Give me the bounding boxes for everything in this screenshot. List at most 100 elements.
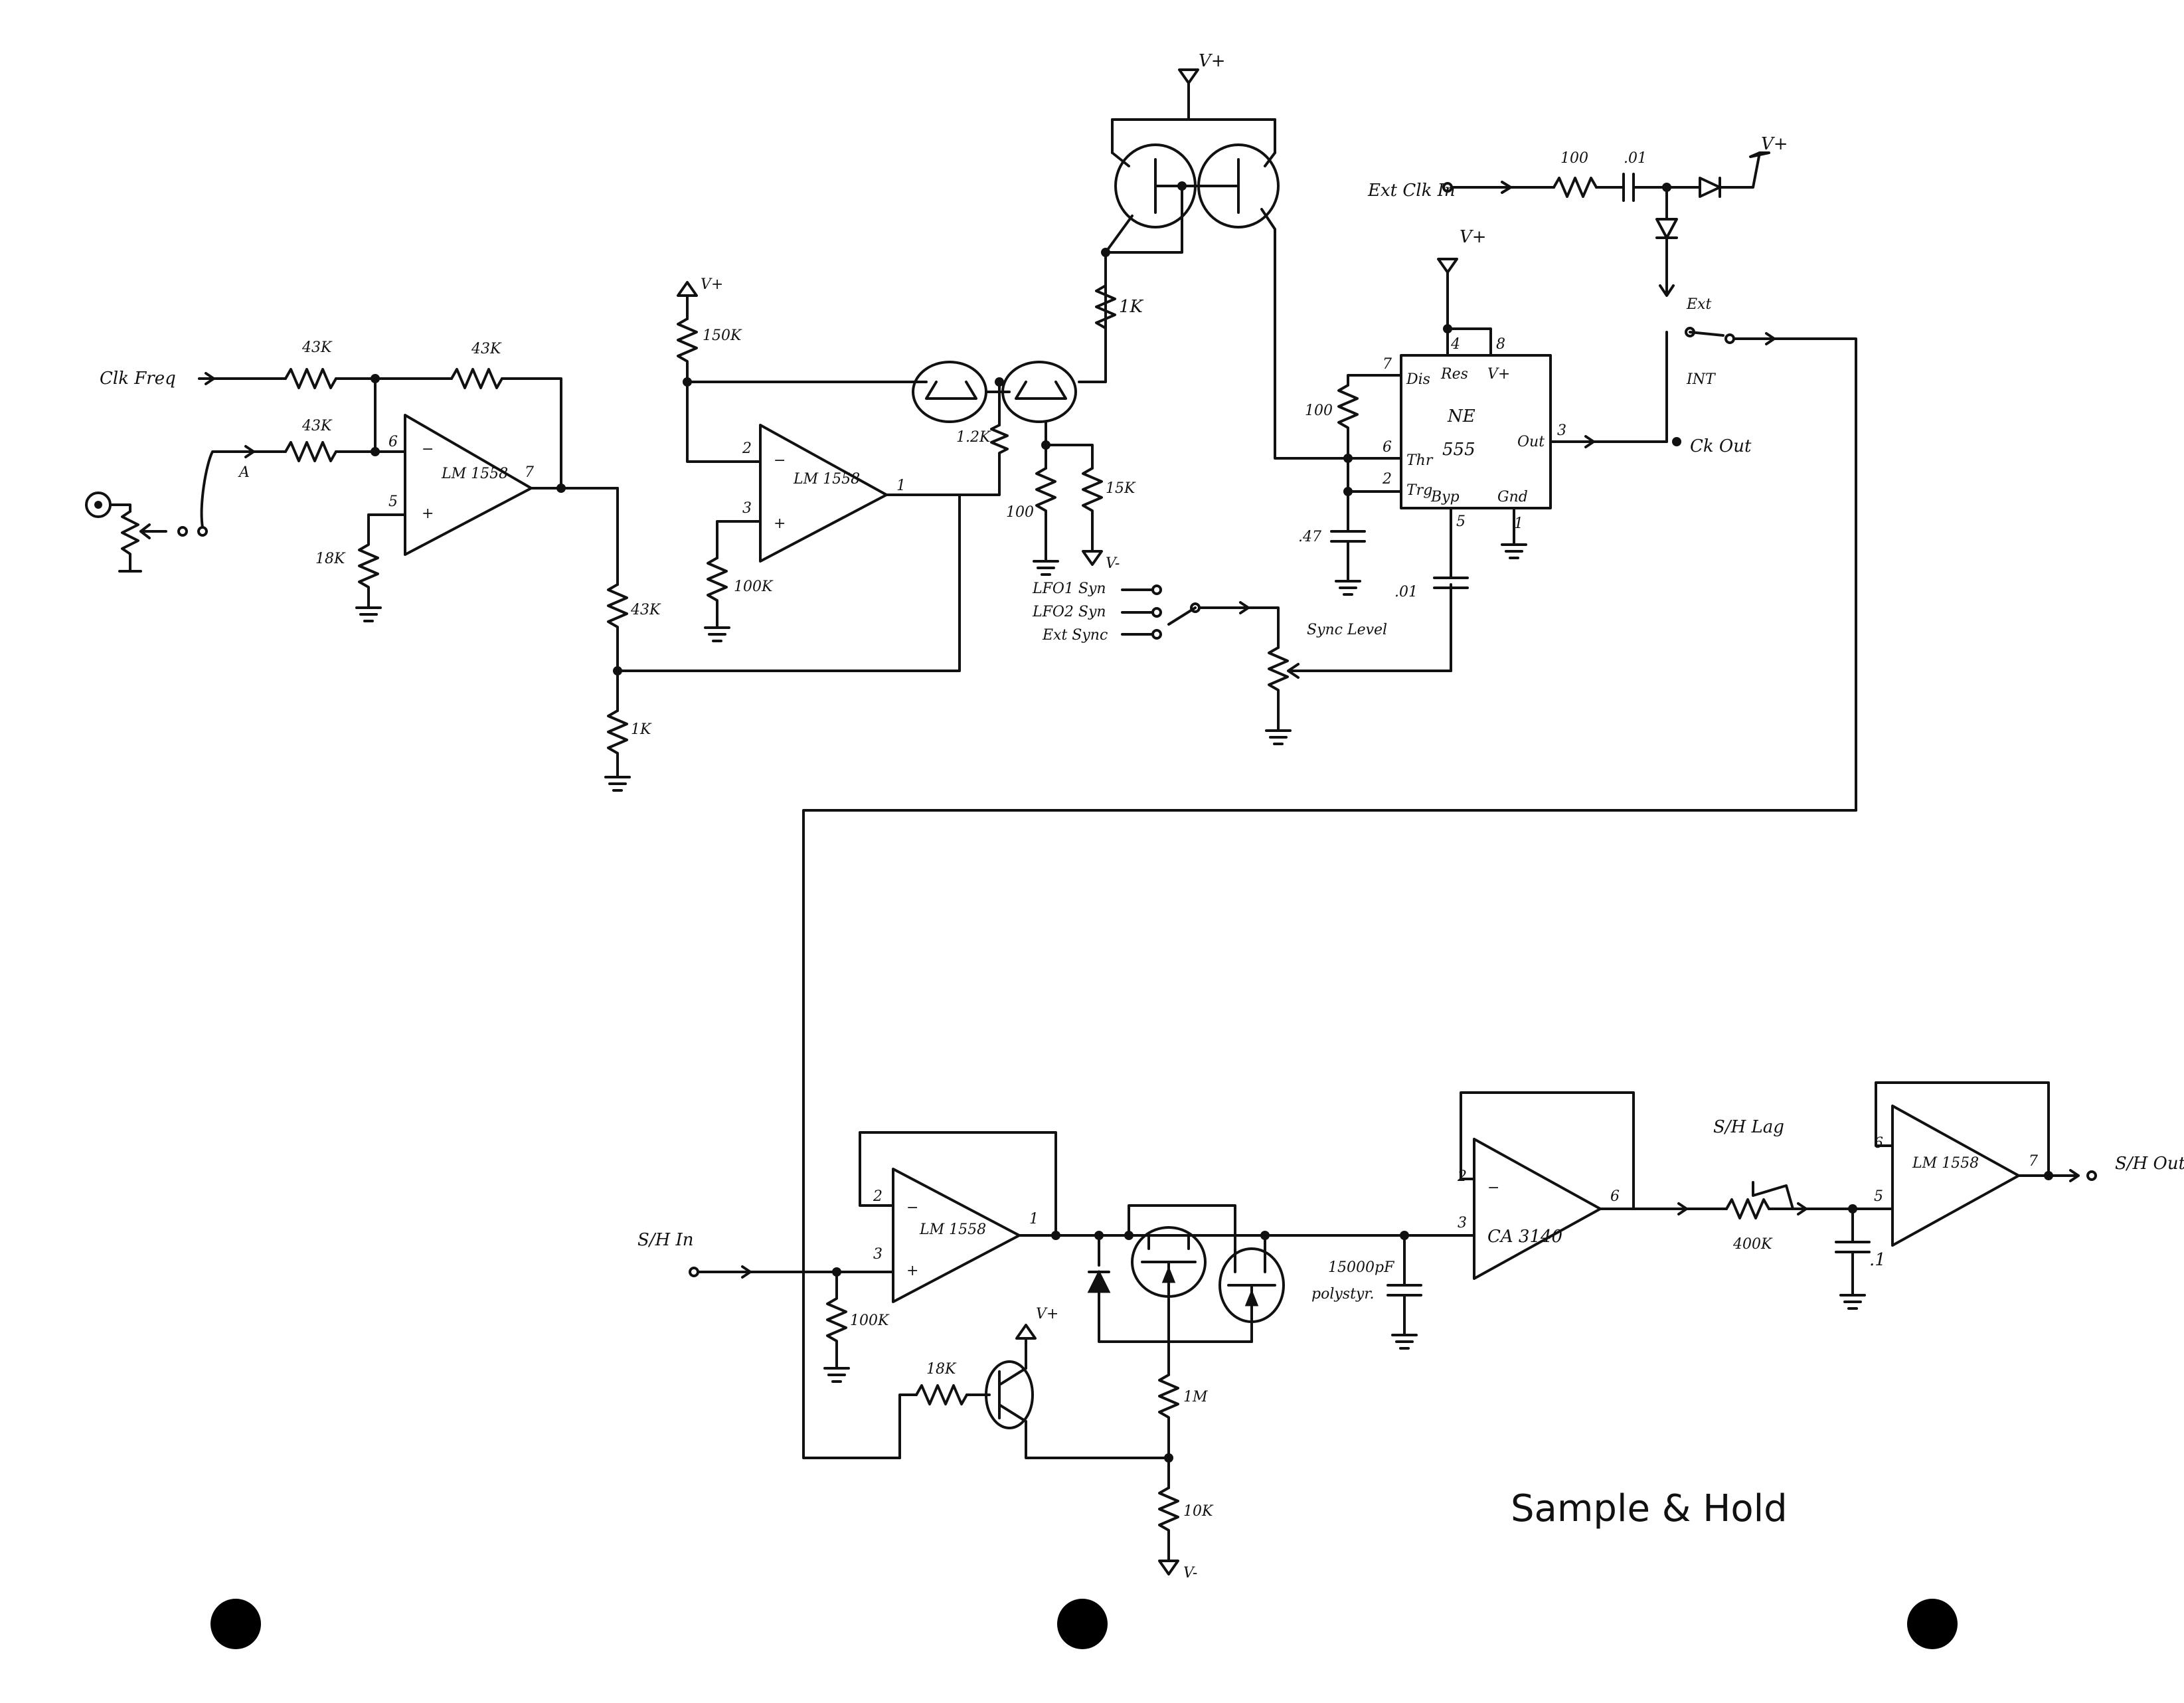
svg-text:6: 6 [388,434,398,450]
svg-text:100K: 100K [734,579,774,595]
svg-text:400K: 400K [1732,1236,1773,1253]
svg-text:Ext Sync: Ext Sync [1042,627,1108,644]
svg-text:−: − [774,452,786,469]
svg-text:8: 8 [1496,336,1505,353]
svg-text:Sync Level: Sync Level [1307,622,1387,638]
svg-text:Gnd: Gnd [1497,489,1528,505]
svg-text:−: − [1487,1180,1499,1196]
svg-text:Ck Out: Ck Out [1690,436,1752,456]
svg-text:2: 2 [1382,471,1392,488]
resistor-1m: 1M [1158,1374,1208,1459]
svg-text:43K: 43K [301,339,333,356]
resistor-18k: 18K [315,513,379,602]
svg-text:150K: 150K [703,327,742,344]
resistor-1k-collector: 1K [1095,284,1144,329]
ne555-timer: NE 555 Dis Res V+ Thr Trg Byp Gnd Out 4 … [1298,227,1681,672]
svg-text:18K: 18K [926,1361,957,1378]
svg-text:V+: V+ [1761,134,1788,154]
sh-lag-pot[interactable]: S/H Lag 400K [1713,1117,1794,1253]
svg-text:3: 3 [1557,422,1566,439]
svg-text:1K: 1K [1119,297,1144,317]
svg-text:43K: 43K [471,341,502,357]
resistor-10k: 10K [1158,1486,1214,1562]
svg-text:1M: 1M [1183,1389,1208,1405]
diagram-title: Sample & Hold [1511,1487,1788,1530]
svg-text:Ext: Ext [1686,296,1711,313]
svg-text:CA 3140: CA 3140 [1487,1227,1562,1247]
svg-text:Ext Clk In: Ext Clk In [1367,181,1456,201]
cv-input-jack[interactable] [85,492,131,518]
resistor-100k-bias: 100K [707,557,774,622]
svg-text:1: 1 [896,478,906,494]
svg-text:A: A [238,464,250,481]
svg-text:Byp: Byp [1430,489,1460,505]
svg-text:7: 7 [1383,356,1392,373]
svg-text:Out: Out [1517,434,1545,450]
svg-text:Dis: Dis [1406,371,1430,388]
svg-text:S/H Lag: S/H Lag [1713,1117,1784,1137]
current-mirror-pair: V+ [1104,51,1396,460]
sh-out-label: S/H Out [2115,1154,2184,1174]
svg-text:7: 7 [2029,1153,2038,1170]
svg-text:INT: INT [1686,371,1717,388]
resistor-18k-base: 18K [915,1361,968,1405]
svg-text:6: 6 [1383,439,1392,456]
svg-text:15K: 15K [1106,480,1136,497]
svg-text:100: 100 [1006,504,1034,521]
resistor-100-timing: 100 [1305,384,1359,460]
resistor-100k-input: 100K [826,1271,890,1363]
svg-text:V+: V+ [701,276,723,293]
svg-text:−: − [906,1200,918,1216]
svg-text:5: 5 [388,493,398,510]
resistor-43k-divider: 43K [607,583,661,672]
svg-text:.01: .01 [1624,150,1647,167]
svg-text:3: 3 [742,500,752,517]
svg-text:LM 1558: LM 1558 [793,471,860,488]
transistor-gate: V+ [985,1306,1170,1459]
binder-hole-right [1907,1599,1958,1649]
exponential-converter-stage: V+ 150K − + LM 1558 2 3 1 100K [677,51,1396,642]
sample-hold-stage: S/H In 100K − + LM 1558 2 3 1 [637,1081,2184,1581]
svg-text:6: 6 [1610,1188,1620,1205]
svg-text:100K: 100K [850,1312,890,1329]
fet-switch-2 [1218,1234,1285,1343]
svg-text:V-: V- [1183,1565,1197,1581]
svg-text:10K: 10K [1183,1503,1214,1520]
svg-text:Trg: Trg [1406,482,1432,499]
resistor-43k-feedback: 43K [450,341,503,389]
sync-level-pot[interactable]: Sync Level [1265,583,1452,745]
binder-hole-left [210,1599,261,1649]
svg-text:LM 1558: LM 1558 [441,466,508,482]
svg-text:2: 2 [742,440,752,457]
svg-text:3: 3 [873,1246,882,1263]
svg-text:polystyr.: polystyr. [1311,1286,1374,1302]
svg-text:100: 100 [1305,403,1333,419]
svg-text:V+: V+ [1460,227,1487,247]
svg-text:1: 1 [1029,1211,1039,1227]
svg-text:1K: 1K [631,721,652,738]
opamp-lm1558-3: − + LM 1558 2 3 1 [873,1168,1039,1303]
svg-text:18K: 18K [315,551,346,567]
svg-text:+: + [422,505,434,522]
opamp-ca3140: − CA 3140 2 3 6 [1457,1138,1620,1280]
svg-text:5: 5 [1874,1188,1883,1205]
svg-text:100: 100 [1560,150,1588,167]
svg-text:Thr: Thr [1406,452,1434,469]
svg-text:43K: 43K [301,418,333,434]
svg-text:43K: 43K [630,602,661,618]
svg-text:V+: V+ [1199,51,1226,71]
ground-symbol [355,600,382,622]
svg-text:LM 1558: LM 1558 [919,1221,986,1238]
sync-select-switch[interactable]: LFO1 Syn LFO2 Syn Ext Sync [1032,581,1280,649]
resistor-150k: 150K [677,317,742,363]
svg-text:+: + [906,1263,918,1279]
svg-text:−: − [422,441,434,458]
opamp-lm1558-2: − + LM 1558 2 3 1 [742,424,906,563]
transistor-q1 [912,361,987,423]
resistor-43k-input: 43K [284,339,337,389]
svg-text:1: 1 [1514,515,1523,532]
resistor-100-emitter: 100 [1006,467,1056,556]
opamp-lm1558-4: LM 1558 6 5 7 [1874,1105,2038,1247]
input-attenuator-pot[interactable] [118,450,240,573]
